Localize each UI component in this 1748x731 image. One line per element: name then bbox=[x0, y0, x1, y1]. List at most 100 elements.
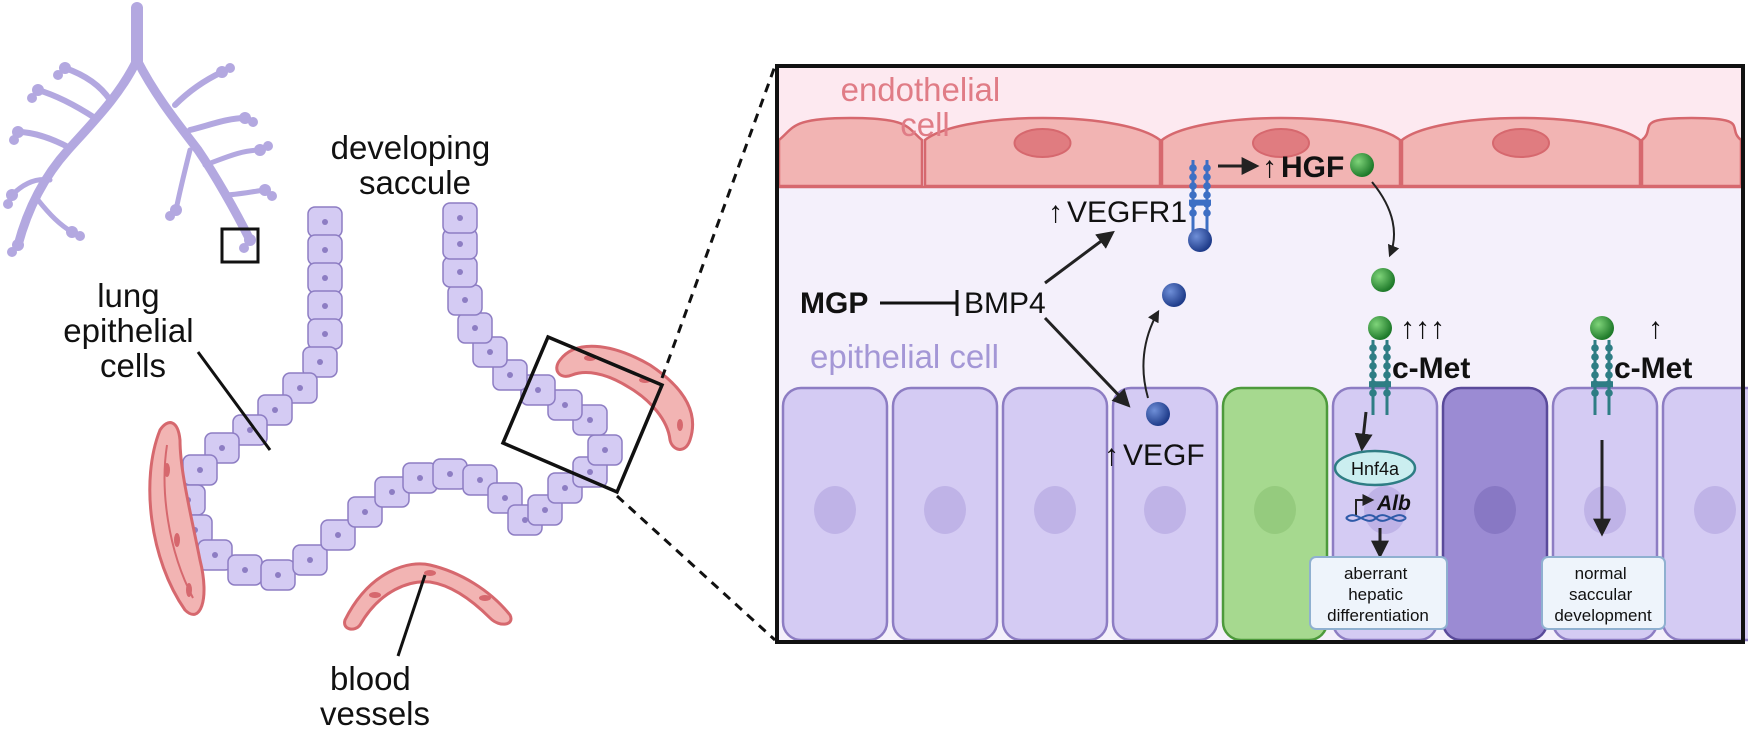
zoom-connector-top bbox=[660, 65, 777, 379]
saccule-cell-nucleus bbox=[457, 269, 463, 275]
saccule-cell-nucleus bbox=[562, 485, 568, 491]
hgf-ball-bound-2 bbox=[1590, 316, 1614, 340]
saccule-cell-nucleus bbox=[587, 469, 593, 475]
saccule-cell-nucleus bbox=[317, 359, 323, 365]
endothelial-nucleus bbox=[1492, 128, 1550, 158]
saccule-cell-nucleus bbox=[562, 402, 568, 408]
saccule-cell-nucleus bbox=[542, 507, 548, 513]
cmet-upregulation-1: ↑↑↑ bbox=[1400, 312, 1445, 345]
saccule-label: developing saccule bbox=[331, 129, 500, 201]
epithelial-nucleus bbox=[1474, 486, 1516, 534]
epithelial-nucleus bbox=[814, 486, 856, 534]
saccule-cell-nucleus bbox=[272, 407, 278, 413]
zoom-box-small bbox=[220, 227, 260, 264]
saccule-cell-nucleus bbox=[322, 303, 328, 309]
saccule-cell-nucleus bbox=[275, 572, 281, 578]
saccule-epithelium bbox=[170, 202, 623, 591]
aberrant-hepatic-box: aberrant hepatic differentiation bbox=[1309, 556, 1448, 630]
saccule-cell-nucleus bbox=[472, 325, 478, 331]
hnf4a-label: Hnf4a bbox=[1351, 459, 1400, 479]
endothelial-cell-label: endothelial cell bbox=[841, 71, 1010, 143]
vegf-label: ↑VEGF bbox=[1104, 439, 1205, 472]
cmet-signal-arrow-1 bbox=[1354, 411, 1373, 452]
zoom-box-saccule bbox=[500, 334, 665, 495]
saccule-cell-nucleus bbox=[335, 532, 341, 538]
vessel-leader-line bbox=[396, 574, 427, 657]
saccule-cell-nucleus bbox=[322, 247, 328, 253]
epithelial-nucleus bbox=[1364, 486, 1406, 534]
saccule-cell-nucleus bbox=[242, 567, 248, 573]
hgf-ball-source bbox=[1350, 153, 1374, 177]
saccule-cell-nucleus bbox=[417, 475, 423, 481]
svg-text:normal saccular de: normal saccular development bbox=[1554, 564, 1652, 625]
lung-airway-tree bbox=[9, 2, 268, 250]
saccule-cell-nucleus bbox=[297, 385, 303, 391]
hnf4a-oval bbox=[1333, 449, 1417, 487]
blood-vessels-label: blood vessels bbox=[320, 660, 430, 731]
saccule-cell-nucleus bbox=[457, 241, 463, 247]
saccule-cell-nucleus bbox=[602, 447, 608, 453]
saccule-cell-nucleus bbox=[322, 275, 328, 281]
epithelial-cell-label: epithelial cell bbox=[810, 338, 999, 375]
saccule-cell-nucleus bbox=[502, 495, 508, 501]
epithelial-nucleus bbox=[1144, 486, 1186, 534]
cmet-receptor-green bbox=[1369, 340, 1391, 415]
endothelial-nucleus bbox=[1252, 128, 1310, 158]
cmet-receptor-purple bbox=[1591, 340, 1613, 415]
vegfr1-label: ↑VEGFR1 bbox=[1048, 196, 1187, 229]
hgf-ball-free bbox=[1371, 268, 1395, 292]
endothelial-cell bbox=[777, 116, 924, 188]
saccule-cell-nucleus bbox=[487, 349, 493, 355]
vegfr1-receptor bbox=[1189, 160, 1211, 232]
epithelial-nucleus bbox=[924, 486, 966, 534]
saccule-cell-nucleus bbox=[322, 219, 328, 225]
endothelial-cells bbox=[777, 116, 1743, 189]
epithelial-nucleus bbox=[1694, 486, 1736, 534]
vegf-secretion-arrow bbox=[1142, 309, 1160, 399]
blood-vessel-left bbox=[148, 421, 206, 616]
saccule-cell-nucleus bbox=[362, 509, 368, 515]
vegf-ball-epithelial bbox=[1146, 402, 1170, 426]
vegf-ball-free bbox=[1162, 283, 1186, 307]
endothelial-nucleus bbox=[1013, 128, 1072, 158]
cmet-upregulation-2: ↑ bbox=[1648, 312, 1663, 345]
saccule-cell-nucleus bbox=[522, 517, 528, 523]
saccule-cell-nucleus bbox=[322, 331, 328, 337]
saccule-cell-nucleus bbox=[477, 477, 483, 483]
bmp4-to-vegf-arrow bbox=[1043, 316, 1131, 408]
saccule-cell-nucleus bbox=[247, 427, 253, 433]
epithelial-nucleus bbox=[1584, 486, 1626, 534]
epithelial-nucleus bbox=[1034, 486, 1076, 534]
lung-epithelial-label: lung epithelial cells bbox=[63, 277, 202, 384]
hgf-ball-bound-1 bbox=[1368, 316, 1392, 340]
alveolar-buds bbox=[3, 62, 277, 257]
saccule-cell-nucleus bbox=[507, 372, 513, 378]
saccule-cell-nucleus bbox=[462, 297, 468, 303]
alb-dna bbox=[1345, 514, 1407, 522]
saccule-cell-nucleus bbox=[219, 445, 225, 451]
hgf-label: ↑HGF bbox=[1262, 151, 1344, 184]
bmp4-to-vegfr1-arrow bbox=[1044, 230, 1115, 285]
bmp4-label: BMP4 bbox=[964, 287, 1046, 320]
svg-text:aberrant hepatic d: aberrant hepatic differentiation bbox=[1327, 564, 1429, 625]
epithelial-leader-line bbox=[196, 351, 272, 451]
cmet-label-1: c-Met bbox=[1392, 352, 1470, 385]
epithelial-nucleus bbox=[1254, 486, 1296, 534]
saccule-cell-nucleus bbox=[197, 467, 203, 473]
saccule-cell-nucleus bbox=[587, 417, 593, 423]
mgp-label: MGP bbox=[800, 287, 868, 320]
saccule-cell-nucleus bbox=[535, 387, 541, 393]
blood-vessel-bottom bbox=[343, 562, 513, 631]
vegf-ball-bound bbox=[1188, 228, 1212, 252]
saccule-cell-nucleus bbox=[447, 471, 453, 477]
endothelial-cell bbox=[1640, 116, 1743, 188]
alb-promoter-arrow bbox=[1355, 494, 1375, 515]
alb-label: Alb bbox=[1376, 492, 1411, 515]
hgf-secretion-arrow bbox=[1371, 181, 1400, 258]
saccule-cell-nucleus bbox=[212, 552, 218, 558]
saccule-cell-nucleus bbox=[307, 557, 313, 563]
zoom-connector-bottom bbox=[615, 494, 777, 642]
saccule-cell-nucleus bbox=[457, 215, 463, 221]
normal-saccular-box: normal saccular development bbox=[1541, 556, 1666, 630]
